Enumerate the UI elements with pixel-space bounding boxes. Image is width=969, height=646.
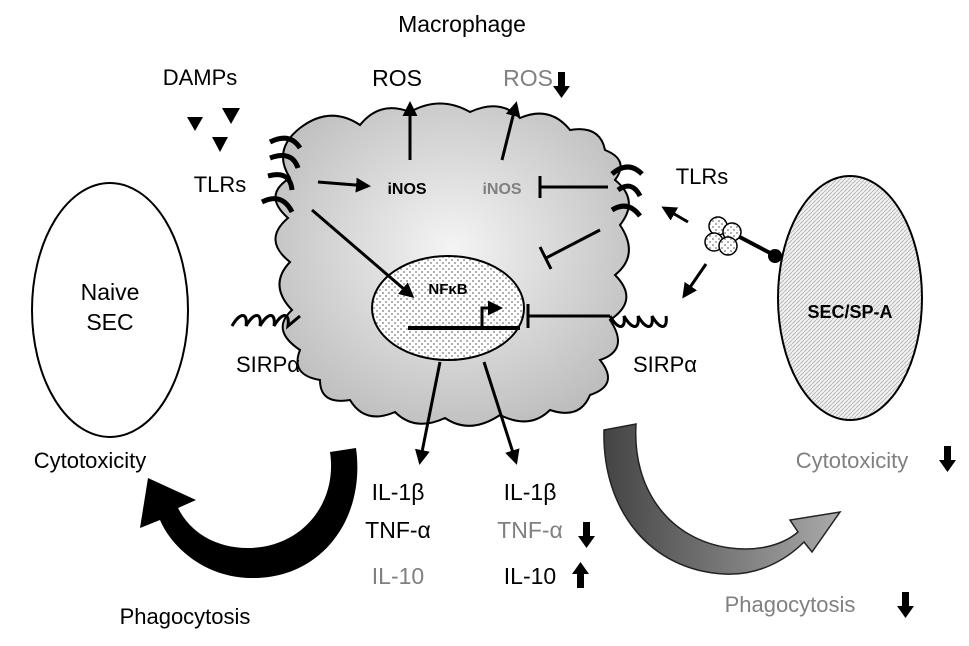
label-phagocytosis-right: Phagocytosis — [725, 592, 856, 617]
cytokine-right-1: IL-1β — [504, 479, 557, 505]
cytokine-left-1: IL-1β — [372, 479, 425, 505]
damp-triangle-icon — [187, 117, 203, 131]
label-sec-spa: SEC/SP-A — [807, 302, 892, 322]
arrow-spa-to-tlr — [661, 206, 689, 224]
up-arrow-icon — [572, 562, 589, 588]
down-arrow-icon — [578, 522, 595, 548]
label-damps: DAMPs — [163, 65, 238, 90]
sirp-receptor-left-icon — [230, 314, 301, 330]
arrow-nfkb-to-cytokines-right — [482, 361, 520, 465]
arrow-tlr-to-inos — [317, 177, 371, 193]
arrow-spa-to-sirp — [682, 263, 708, 299]
label-inos: iNOS — [387, 181, 426, 198]
phagocytosis-arrow-right — [603, 423, 842, 575]
label-naive: Naive — [81, 279, 140, 305]
label-cytotoxicity-left: Cytotoxicity — [34, 448, 146, 473]
label-sirp-right: SIRPα — [633, 352, 697, 377]
activation-arrows — [311, 101, 708, 465]
title-macrophage: Macrophage — [398, 11, 526, 37]
phagocytosis-arrow-left — [140, 448, 358, 579]
inhibition-lines — [526, 176, 610, 328]
label-ros: ROS — [372, 65, 422, 91]
arrow-inos2-to-ros2 — [500, 101, 521, 161]
label-sec: SEC — [86, 309, 133, 335]
label-phagocytosis-left: Phagocytosis — [120, 604, 251, 629]
nucleus — [371, 255, 525, 361]
transcription-arrow — [480, 300, 503, 328]
tlr-receptor-left-icon — [260, 135, 303, 214]
sec-spa-cell — [777, 175, 923, 421]
cytokine-left-3: IL-10 — [372, 563, 424, 589]
damp-triangle-icon — [222, 108, 240, 124]
cytokine-right-2: TNF-α — [497, 517, 563, 543]
down-arrow-icon — [939, 446, 956, 472]
sirp-receptor-right-icon — [608, 315, 668, 328]
damp-triangle-icon — [212, 137, 228, 152]
label-tlrs-left: TLRs — [194, 172, 247, 197]
sp-a-molecule-icon — [704, 216, 782, 263]
arrow-tlr-to-nfkb — [311, 208, 415, 298]
arrow-nfkb-to-cytokines-left — [414, 361, 442, 465]
label-inos-gray: iNOS — [482, 181, 521, 198]
tlr-receptor-right-icon — [610, 164, 644, 218]
down-arrow-icon — [897, 592, 914, 618]
label-cytotoxicity-right: Cytotoxicity — [796, 448, 908, 473]
cytokine-left-2: TNF-α — [365, 517, 431, 543]
cytokine-right-3: IL-10 — [504, 563, 556, 589]
label-tlrs-right: TLRs — [676, 164, 729, 189]
label-ros-gray: ROS — [503, 65, 553, 91]
naive-sec-cell — [31, 182, 189, 438]
label-sirp-left: SIRPα — [236, 352, 300, 377]
down-arrow-icon — [553, 72, 570, 98]
label-nfkb: NFκB — [428, 281, 467, 298]
